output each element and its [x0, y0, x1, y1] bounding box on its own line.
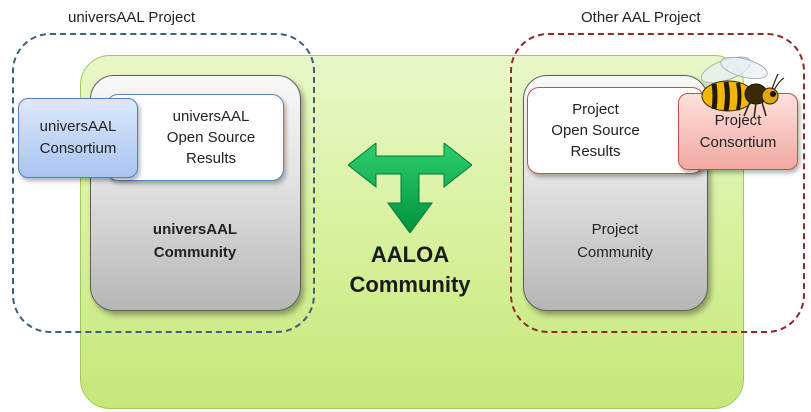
consortium-label: universAAL Consortium: [39, 118, 117, 157]
other-project-title: Other AAL Project: [581, 9, 701, 26]
results-line: Results: [185, 150, 237, 167]
other-project-outline: [510, 33, 805, 333]
results-line: Project: [572, 101, 619, 118]
results-line: universAAL: [172, 108, 250, 125]
aaloa-line: AALOA: [370, 242, 450, 267]
results-line: Open Source: [551, 122, 640, 139]
universaal-project-outline: [12, 33, 315, 333]
universaal-consortium-box: universAAL Consortium: [18, 98, 138, 178]
other-consortium-box: Project Consortium: [678, 93, 798, 170]
aaloa-community-label: AALOA Community: [325, 240, 495, 300]
aaloa-line: Community: [349, 272, 471, 297]
community-line: Project: [591, 221, 639, 238]
community-line: universAAL: [152, 221, 238, 238]
t-shaped-double-arrow-icon: [348, 143, 472, 233]
wasp-icon: [700, 56, 785, 119]
other-results-box: Project Open Source Results: [527, 87, 704, 174]
other-community-label: Project Community: [535, 218, 695, 264]
universaal-community-label: universAAL Community: [120, 218, 270, 264]
results-line: Results: [570, 143, 621, 160]
results-line: Open Source: [166, 129, 256, 146]
community-line: Community: [153, 244, 237, 261]
universaal-project-title: universAAL Project: [68, 9, 196, 26]
community-line: Community: [577, 244, 653, 261]
consortium-label: Project Consortium: [699, 111, 777, 151]
